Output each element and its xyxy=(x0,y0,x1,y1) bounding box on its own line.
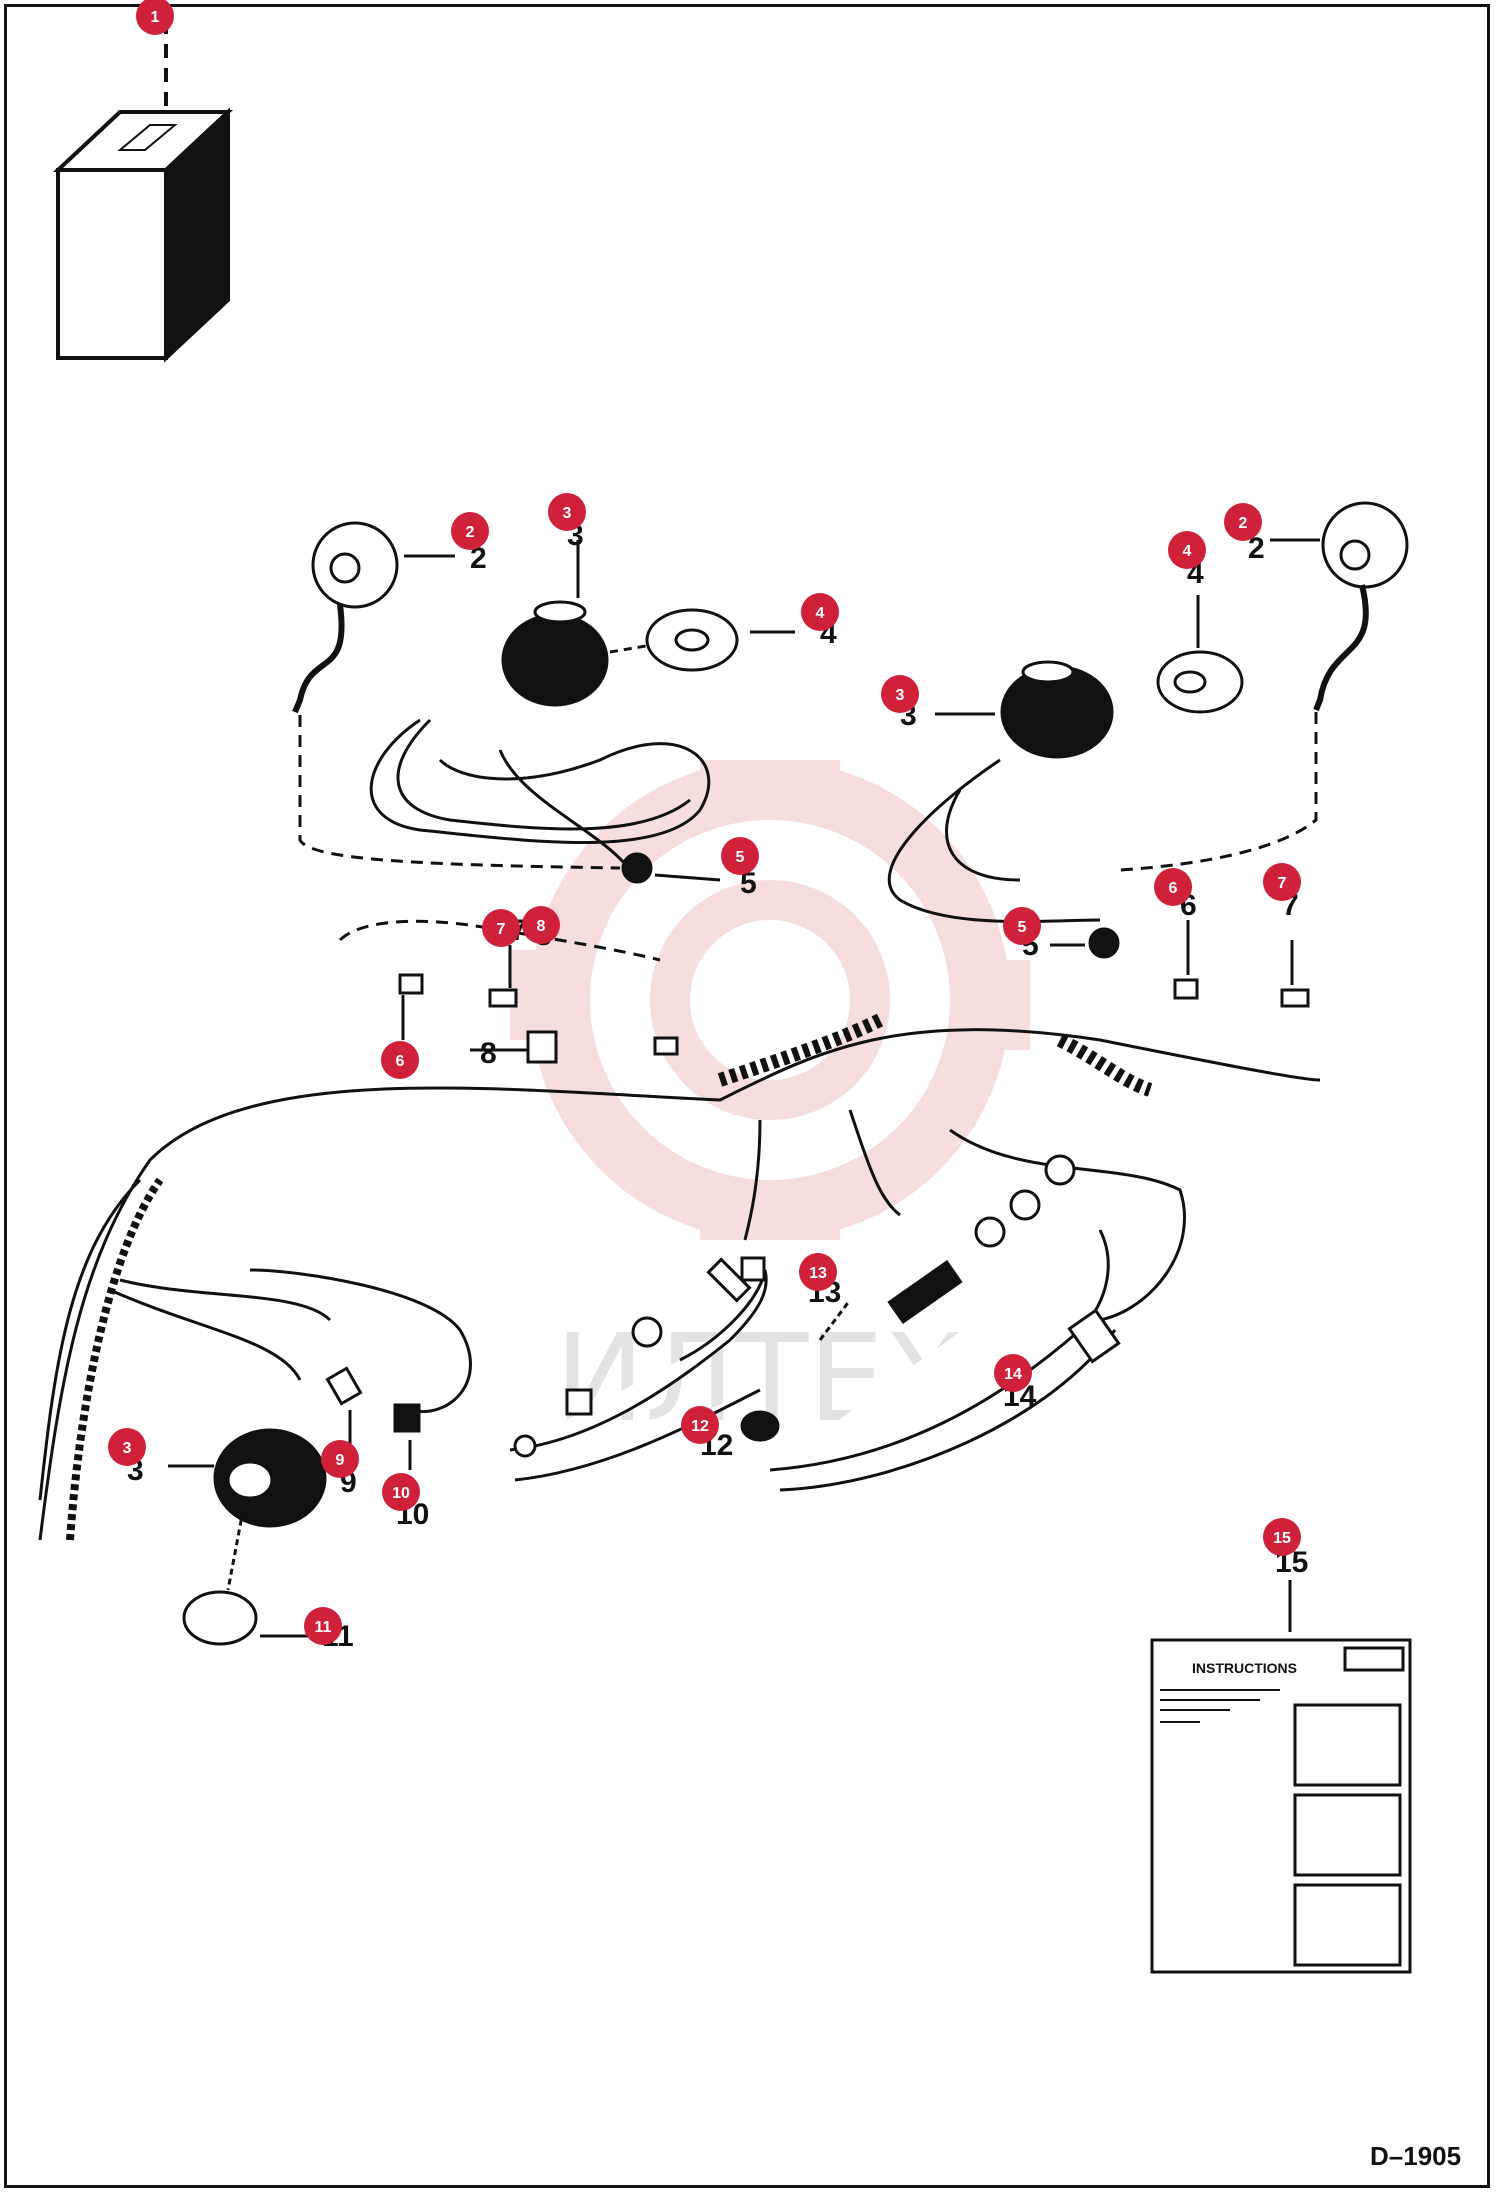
svg-text:1: 1 xyxy=(151,9,160,26)
callout-marker[interactable]: 7 xyxy=(1263,863,1301,901)
callout-marker[interactable]: 11 xyxy=(304,1607,342,1645)
callout-marker[interactable]: 12 xyxy=(681,1406,719,1444)
page-border xyxy=(4,4,1490,2188)
callout-marker[interactable]: 6 xyxy=(381,1041,419,1079)
callout-marker[interactable]: 14 xyxy=(994,1354,1032,1392)
instructions-title: INSTRUCTIONS xyxy=(1192,1660,1297,1676)
svg-text:7: 7 xyxy=(1278,875,1287,892)
callout-marker[interactable]: 5 xyxy=(721,837,759,875)
main-harness xyxy=(38,919,1321,1541)
part-label-2-right: 2 xyxy=(1248,532,1265,565)
svg-text:7: 7 xyxy=(497,921,506,938)
left-lamp-assembly xyxy=(292,521,795,884)
callout-marker[interactable]: 3 xyxy=(896,687,905,704)
part-1-box xyxy=(52,20,234,363)
svg-text:15: 15 xyxy=(1273,1530,1291,1547)
svg-text:13: 13 xyxy=(809,1265,827,1282)
watermark-logo xyxy=(510,760,1030,1240)
callout-marker[interactable]: 7 xyxy=(482,909,520,947)
lower-parts xyxy=(168,1030,1121,1646)
svg-text:3: 3 xyxy=(123,1440,132,1457)
part-label-8-lower: 8 xyxy=(480,1037,497,1070)
svg-text:2: 2 xyxy=(466,524,475,541)
svg-text:6: 6 xyxy=(396,1053,405,1070)
svg-text:12: 12 xyxy=(691,1418,709,1435)
callout-marker[interactable]: 5 xyxy=(1003,907,1041,945)
callout-marker[interactable]: 4 xyxy=(801,593,839,631)
callout-marker[interactable]: 4 xyxy=(1168,531,1206,569)
callout-marker[interactable]: 1 xyxy=(136,0,174,35)
svg-text:5: 5 xyxy=(1018,919,1027,936)
callout-marker[interactable]: 3 xyxy=(108,1428,146,1466)
callout-marker[interactable]: 3 xyxy=(548,493,586,531)
callout-marker[interactable]: 2 xyxy=(451,512,489,550)
callout-marker[interactable]: 9 xyxy=(321,1440,359,1478)
svg-text:6: 6 xyxy=(1169,880,1178,897)
svg-text:8: 8 xyxy=(537,918,546,935)
svg-text:2: 2 xyxy=(1239,515,1248,532)
svg-text:10: 10 xyxy=(392,1485,410,1502)
callout-marker[interactable]: 6 xyxy=(1154,868,1192,906)
callout-markers: 1 2 3 3 2 4 4 3 5 5 6 7 8 6 7 13 12 14 3… xyxy=(108,0,1301,1645)
callout-marker[interactable]: 8 xyxy=(522,906,560,944)
right-lamp-assembly xyxy=(887,501,1409,959)
part-15-instruction-sheet xyxy=(1150,1580,1412,1974)
document-code: D–1905 xyxy=(1370,2141,1461,2171)
callout-marker[interactable]: 2 xyxy=(1224,503,1262,541)
svg-text:3: 3 xyxy=(896,687,905,704)
callout-marker[interactable]: 3 xyxy=(881,675,919,713)
part-label-5-left: 5 xyxy=(740,867,757,900)
svg-text:4: 4 xyxy=(1183,543,1192,560)
callout-marker[interactable]: 10 xyxy=(382,1473,420,1511)
callout-marker[interactable]: 15 xyxy=(1263,1518,1301,1556)
callout-marker[interactable]: 13 xyxy=(799,1253,837,1291)
svg-text:11: 11 xyxy=(315,1619,332,1636)
svg-text:4: 4 xyxy=(816,605,825,622)
svg-text:9: 9 xyxy=(336,1452,345,1469)
svg-text:14: 14 xyxy=(1004,1366,1022,1383)
svg-text:3: 3 xyxy=(563,505,572,522)
part-label-2-left: 2 xyxy=(470,542,487,575)
svg-text:5: 5 xyxy=(736,849,745,866)
